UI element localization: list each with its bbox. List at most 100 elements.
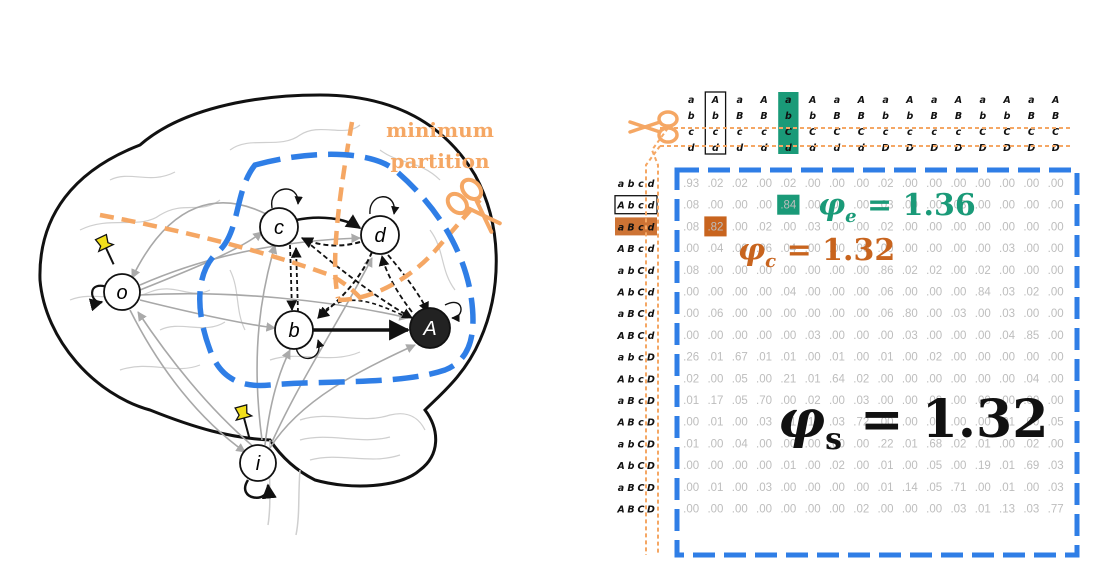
- matrix-cell: .00: [999, 200, 1015, 212]
- matrix-cell: .04: [707, 243, 724, 255]
- column-header-letter: D: [930, 143, 938, 154]
- column-header-letter: B: [858, 111, 865, 122]
- matrix-cell: .00: [1048, 438, 1064, 450]
- matrix-cell: .03: [756, 417, 772, 429]
- matrix-cell: .00: [1023, 482, 1039, 494]
- matrix-cell: .00: [707, 265, 723, 277]
- matrix-cell: .00: [829, 287, 845, 299]
- row-header-letter: b: [628, 353, 635, 364]
- row-header-letter: B: [627, 505, 634, 516]
- matrix-cell: .03: [950, 200, 966, 212]
- matrix-cell: .03: [999, 308, 1015, 320]
- matrix-cell: .00: [975, 352, 991, 364]
- matrix-cell: .00: [950, 243, 966, 255]
- matrix-cell: .00: [732, 417, 748, 429]
- node-b-label: b: [288, 320, 299, 342]
- matrix-cell: .00: [975, 243, 991, 255]
- matrix-cell: .86: [878, 265, 894, 277]
- phi-s-symbol: φ: [778, 389, 825, 450]
- row-header-letter: A: [616, 374, 624, 385]
- matrix-cell: .00: [999, 438, 1015, 450]
- matrix-cell: .00: [975, 200, 991, 212]
- matrix-cell: .00: [732, 287, 748, 299]
- matrix-cell: .00: [1023, 243, 1039, 255]
- matrix-cell: .01: [902, 438, 918, 450]
- row-header-letter: C: [638, 439, 645, 450]
- matrix-cell: .00: [950, 178, 966, 190]
- row-header-letter: b: [628, 439, 635, 450]
- black-connections: [286, 214, 429, 341]
- matrix-cell: .00: [829, 178, 845, 190]
- effect-cell-highlight: [777, 194, 800, 215]
- matrix-cell: .01: [999, 482, 1015, 494]
- matrix-cell: .00: [683, 330, 699, 342]
- matrix-cell: .00: [1048, 308, 1064, 320]
- column-header-letter: D: [906, 143, 914, 154]
- matrix-cell: .77: [1048, 504, 1064, 516]
- matrix-cell: .00: [805, 243, 821, 255]
- column-header-letter: B: [736, 111, 743, 122]
- column-header-letter: A: [905, 95, 913, 106]
- column-header-letter: C: [785, 127, 792, 138]
- row-header-letter: D: [647, 374, 655, 385]
- matrix-cell: .01: [878, 460, 894, 472]
- matrix-cell: .00: [950, 373, 966, 385]
- matrix-cell: .67: [732, 352, 748, 364]
- matrix-cell: .00: [926, 200, 942, 212]
- matrix-cell: .93: [683, 178, 699, 190]
- matrix-cell: .00: [805, 178, 821, 190]
- matrix-cell: .00: [829, 265, 845, 277]
- row-header-letter: a: [618, 179, 624, 190]
- matrix-cell: .08: [683, 200, 699, 212]
- matrix-cell: .02: [975, 265, 991, 277]
- matrix-cell: .00: [926, 330, 942, 342]
- node-i: i: [239, 444, 277, 482]
- matrix-cell: .00: [756, 308, 772, 320]
- row-header-letter: A: [616, 331, 624, 342]
- matrix-cell: .02: [707, 178, 723, 190]
- matrix-cell: .03: [1048, 482, 1064, 494]
- matrix-cell: .00: [926, 504, 942, 516]
- matrix-cell: .08: [683, 221, 699, 233]
- matrix-cell: .00: [926, 417, 942, 429]
- row-header-letter: c: [638, 201, 644, 212]
- column-header-letter: D: [882, 143, 890, 154]
- node-A: A: [409, 307, 451, 349]
- matrix-cell: .00: [683, 243, 699, 255]
- matrix-cell: .00: [853, 352, 869, 364]
- matrix-cell: .00: [853, 200, 869, 212]
- matrix-cell: .03: [829, 417, 845, 429]
- matrix-cell: .72: [853, 417, 869, 429]
- matrix-system-boundary: [674, 167, 1080, 558]
- matrix-cell: .02: [853, 504, 869, 516]
- matrix-cell: .02: [950, 438, 966, 450]
- matrix-cell: .00: [999, 178, 1015, 190]
- matrix-cell: .06: [878, 287, 894, 299]
- minimum-partition-label-line1: minimum: [386, 118, 494, 142]
- matrix-cell: .03: [756, 482, 772, 494]
- matrix-cell: .00: [683, 417, 699, 429]
- row-header-letter: c: [638, 244, 644, 255]
- column-header-letter: C: [979, 127, 986, 138]
- row-header-letter: D: [647, 483, 655, 494]
- self-loops: [88, 188, 462, 500]
- row-header-letter: C: [638, 483, 645, 494]
- matrix-cell: .00: [853, 330, 869, 342]
- matrix-cell: .02: [902, 265, 918, 277]
- matrix-cell: .00: [1048, 330, 1064, 342]
- matrix-cell: .03: [999, 287, 1015, 299]
- matrix-cell: .00: [1023, 395, 1039, 407]
- matrix-cell: .17: [707, 395, 723, 407]
- matrix-cell: .00: [853, 287, 869, 299]
- row-header-letter: C: [638, 266, 645, 277]
- matrix-cell: .03: [878, 200, 894, 212]
- matrix-cell: .00: [853, 178, 869, 190]
- row-header-letter: c: [638, 179, 644, 190]
- row-header-letter: c: [638, 396, 644, 407]
- matrix-cell: .06: [707, 308, 723, 320]
- row-header-letter: C: [638, 331, 645, 342]
- matrix-cell: .01: [756, 352, 772, 364]
- matrix-cell: .00: [829, 482, 845, 494]
- matrix-cell: .00: [975, 221, 991, 233]
